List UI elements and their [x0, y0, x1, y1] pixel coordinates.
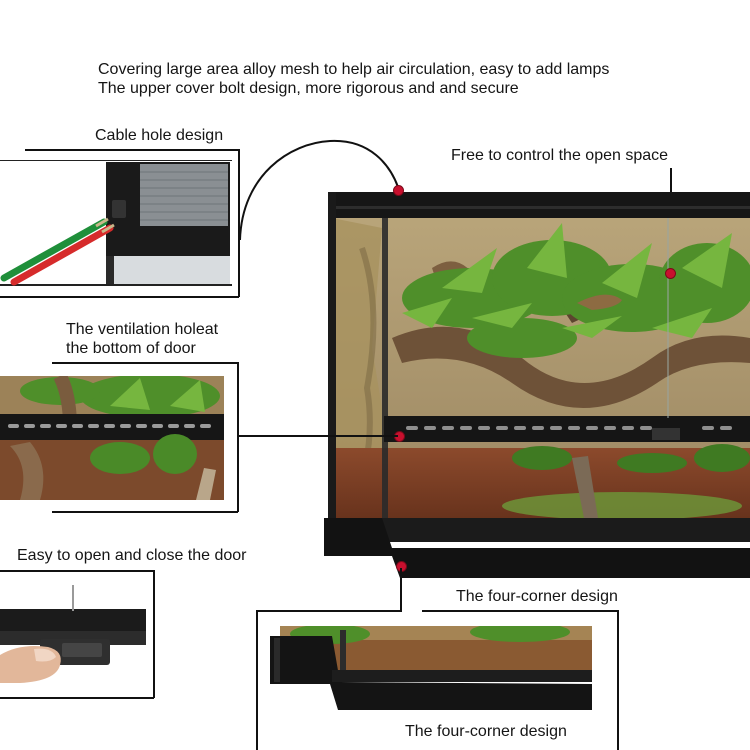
ventilation-label-line-2: the bottom of door [66, 340, 196, 357]
ventilation-marker [394, 431, 405, 442]
door-right-rule [153, 570, 155, 698]
cable-hole-right-rule [238, 149, 240, 297]
door-bottom-rule [0, 697, 154, 699]
corner-right-rule [617, 610, 619, 750]
corner-label-bottom: The four-corner design [405, 723, 567, 740]
terrarium-photo [322, 188, 750, 588]
cable-hole-marker [393, 185, 404, 196]
header-line-1: Covering large area alloy mesh to help a… [98, 61, 610, 78]
corner-marker [396, 561, 407, 572]
ventilation-photo [0, 376, 224, 500]
corner-top-rule-left [256, 610, 400, 612]
cable-hole-top-rule [25, 149, 239, 151]
ventilation-bottom-rule [52, 511, 238, 513]
ventilation-top-rule [52, 362, 238, 364]
ventilation-label-line-1: The ventilation holeat [66, 321, 219, 338]
ventilation-right-rule [237, 362, 239, 512]
corner-photo [270, 626, 592, 720]
open-space-marker [665, 268, 676, 279]
cable-hole-label: Cable hole design [95, 127, 224, 144]
open-space-label: Free to control the open space [451, 147, 669, 164]
header-line-2: The upper cover bolt design, more rigoro… [98, 80, 519, 97]
cable-hole-photo [0, 160, 232, 286]
corner-leader [400, 568, 402, 612]
corner-label-top: The four-corner design [456, 588, 618, 605]
door-top-rule [0, 570, 154, 572]
door-label: Easy to open and close the door [17, 547, 247, 564]
door-photo [0, 583, 146, 689]
cable-hole-connector [239, 139, 399, 241]
cable-hole-bottom-rule [0, 296, 239, 298]
ventilation-leader [238, 435, 398, 437]
corner-top-rule-right [422, 610, 618, 612]
corner-left-rule [256, 610, 258, 750]
